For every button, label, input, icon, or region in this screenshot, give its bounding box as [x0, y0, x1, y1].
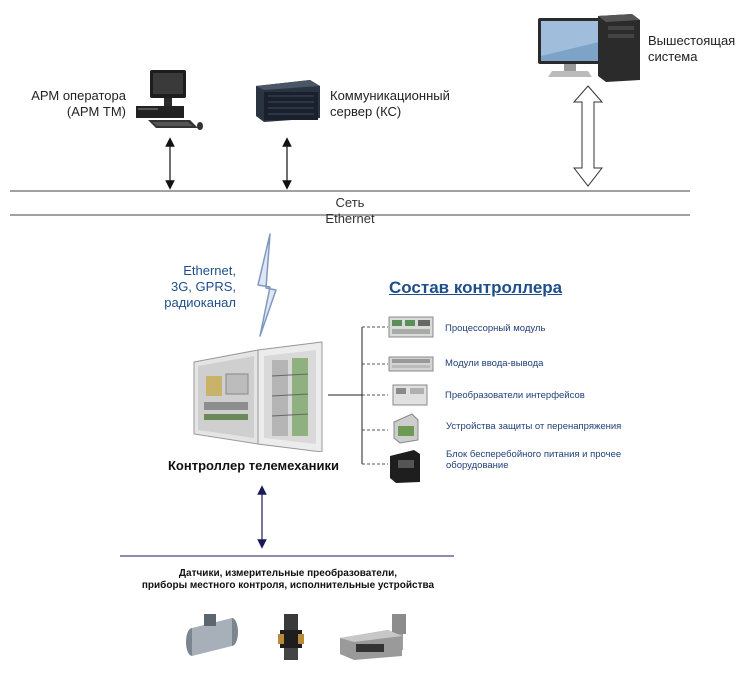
ethernet-label: Сеть Ethernet — [325, 195, 375, 226]
upper-system-label: Вышестоящая система — [648, 33, 735, 65]
wireless-bolt — [257, 233, 277, 337]
ups-block-icon — [390, 450, 420, 483]
composition-item-io: Модули ввода-вывода — [445, 358, 544, 369]
composition-item-ups: Блок бесперебойного питания и прочее обо… — [446, 449, 621, 471]
surge-protection-icon — [393, 413, 419, 444]
arm-label-line1: АРМ оператора — [31, 88, 126, 103]
server-label-line2: сервер (КС) — [330, 104, 402, 119]
interface-converter-icon — [392, 384, 428, 406]
server-label-line1: Коммуникационный — [330, 88, 450, 103]
processor-module-icon — [388, 316, 434, 338]
arm-label-line2: (АРМ ТМ) — [66, 104, 126, 119]
composition-item-surge: Устройства защиты от перенапряжения — [446, 421, 622, 432]
valve-actuator-icon — [278, 614, 304, 660]
channel-label: Ethernet, 3G, GPRS, радиоканал — [150, 263, 236, 311]
flow-meter-icon — [186, 614, 238, 656]
arm-label: АРМ оператора (АРМ ТМ) — [10, 88, 126, 120]
composition-item-ups-line1: Блок бесперебойного питания и прочее — [446, 449, 622, 460]
composition-item-processor: Процессорный модуль — [445, 323, 546, 334]
composition-title: Состав контроллера — [389, 278, 563, 297]
field-devices-label-line1: Датчики, измерительные преобразователи, — [178, 568, 398, 579]
controller-cabinet-icon — [193, 341, 323, 452]
field-devices-label-line2: приборы местного контроля, исполнительны… — [141, 580, 435, 591]
server-label: Коммуникационный сервер (КС) — [330, 88, 450, 120]
analyzer-device-icon — [340, 614, 406, 660]
channel-label-line3: радиоканал — [164, 295, 236, 310]
desktop-pc-icon — [538, 14, 640, 82]
controller-label: Контроллер телемеханики — [168, 458, 339, 473]
field-devices-label: Датчики, измерительные преобразователи, … — [118, 568, 458, 592]
composition-item-ups-line2: оборудование — [446, 460, 509, 471]
channel-label-line1: Ethernet, — [183, 263, 236, 278]
upper-system-label-line1: Вышестоящая — [648, 33, 736, 48]
workstation-icon — [136, 70, 203, 130]
composition-item-converters: Преобразователи интерфейсов — [445, 390, 585, 401]
upper-system-label-line2: система — [648, 49, 698, 64]
upper-system-arrow — [572, 85, 604, 187]
channel-label-line2: 3G, GPRS, — [170, 279, 236, 294]
io-module-icon — [388, 356, 434, 372]
server-icon — [256, 80, 320, 122]
